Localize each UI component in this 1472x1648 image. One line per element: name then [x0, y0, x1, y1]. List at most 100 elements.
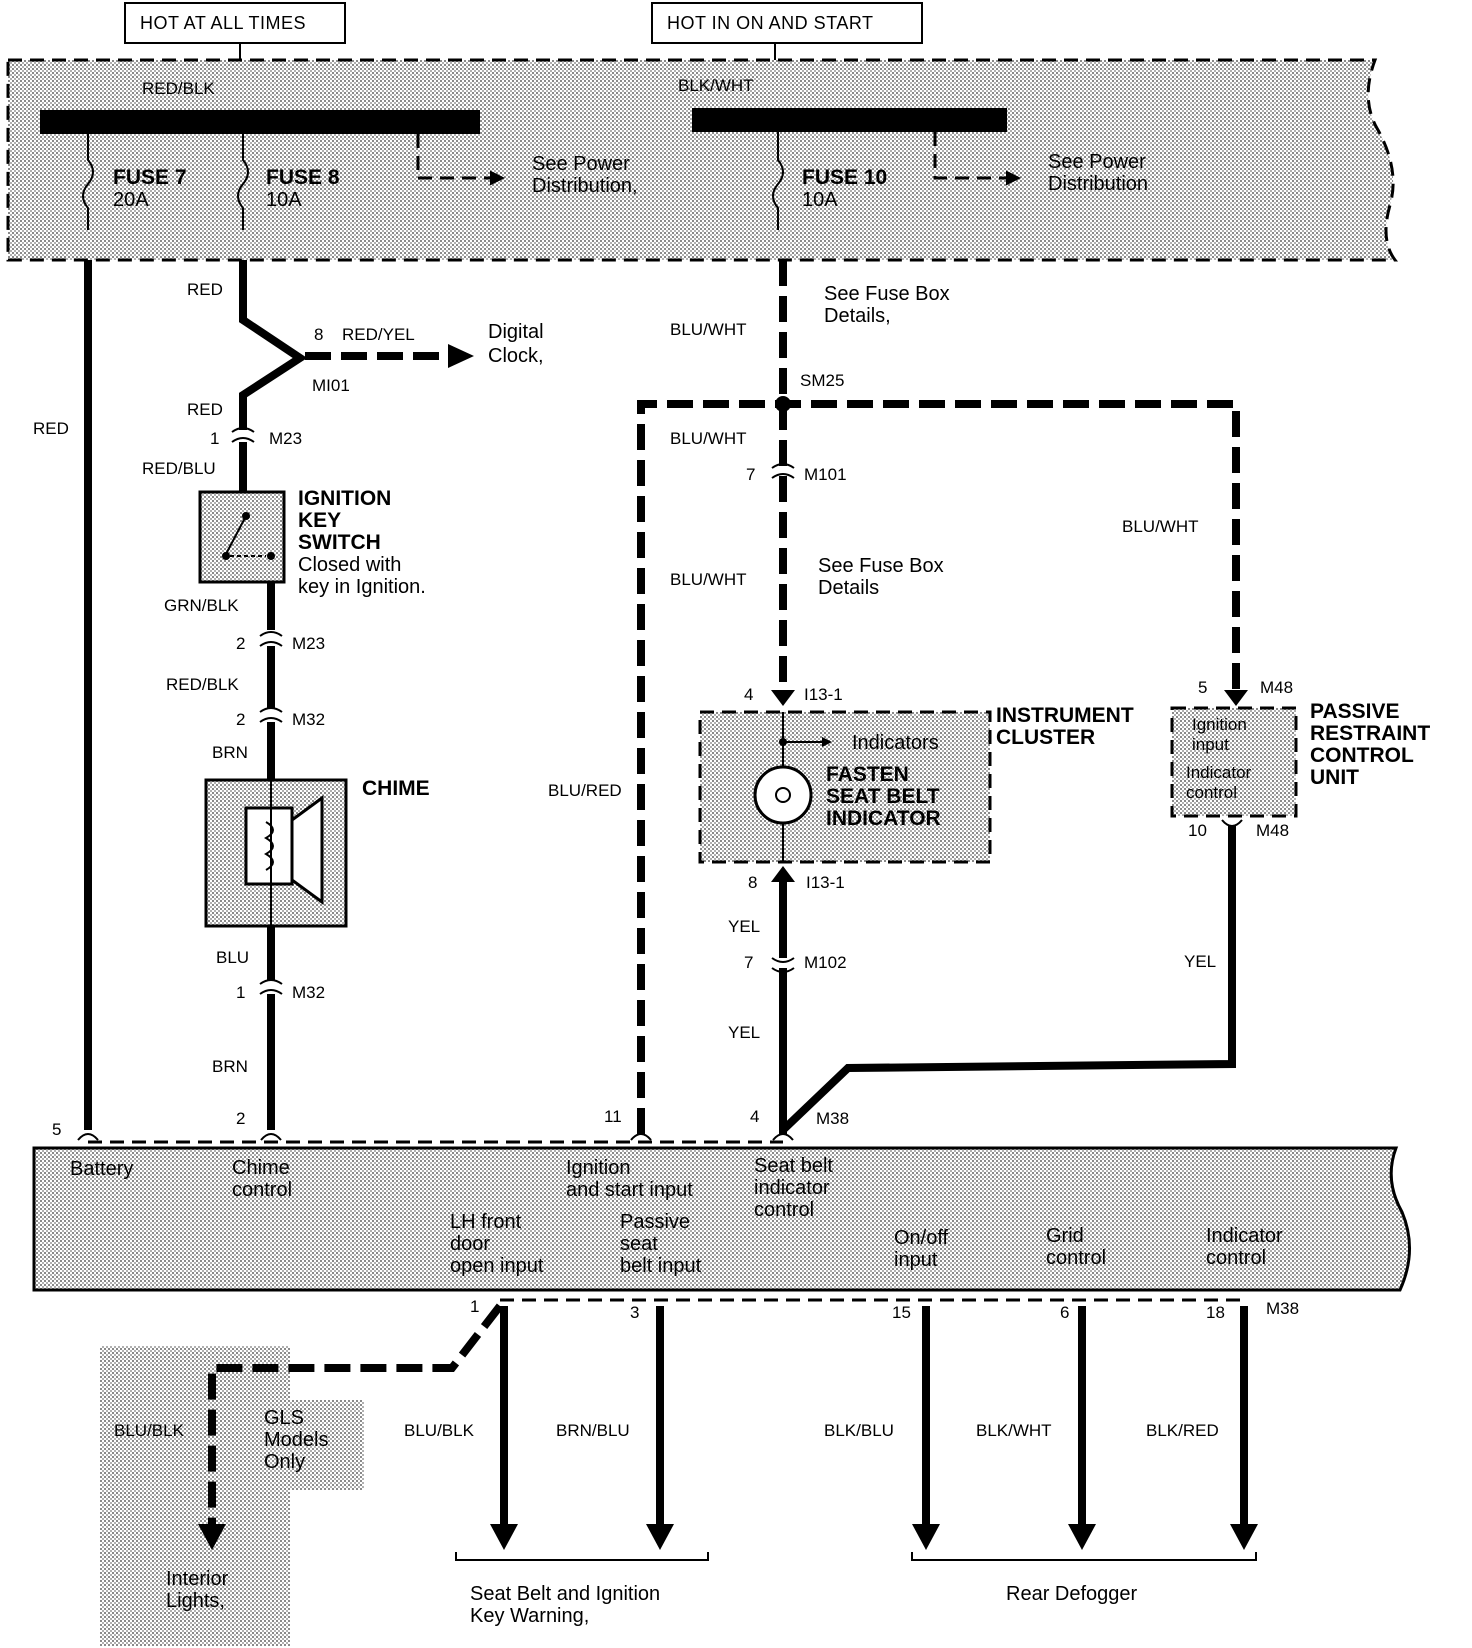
wire-blu-blk: BLU/BLK — [404, 1421, 475, 1440]
conn-m102: M102 — [804, 953, 847, 972]
wire-brn-1: BRN — [212, 743, 248, 762]
wire-grn-blk: GRN/BLK — [164, 596, 239, 615]
fuse-details-4: Details — [818, 577, 879, 599]
header-hot-all-times-label: HOT AT ALL TIMES — [140, 13, 306, 33]
conn-m48a: M48 — [1260, 678, 1293, 697]
fasten-label-2: SEAT BELT — [826, 785, 940, 808]
fuse-details-1: See Fuse Box — [824, 283, 950, 305]
conn-mi01-pin: 8 — [314, 325, 323, 344]
conn-i13a: I13-1 — [804, 685, 843, 704]
conn-m32b: M32 — [292, 983, 325, 1002]
gls-models-only — [248, 1400, 364, 1490]
chime-label: CHIME — [362, 777, 430, 800]
wire-blu-red: BLU/RED — [548, 781, 622, 800]
control-module — [34, 1148, 1410, 1290]
header-hot-on-start: HOT IN ON AND START — [651, 2, 923, 44]
module-lh-3: open input — [450, 1255, 544, 1277]
fuse-10: FUSE 10 10A — [772, 132, 887, 230]
interior-lights-2: Lights, — [166, 1590, 225, 1612]
wire-blk-red: BLK/RED — [1146, 1421, 1219, 1440]
gls-label-1: GLS — [264, 1407, 304, 1429]
fuse-10-label: FUSE 10 — [802, 166, 887, 189]
wire-blu-wht-1: BLU/WHT — [670, 320, 747, 339]
digital-clock-2: Clock, — [488, 345, 544, 367]
wire-blu-blk-left: BLU/BLK — [114, 1421, 185, 1440]
instrument-cluster — [698, 710, 992, 864]
module-seatbelt-1: Seat belt — [754, 1155, 833, 1177]
wire-red-2: RED — [187, 400, 223, 419]
wire-yel-2: YEL — [728, 1023, 760, 1042]
conn-m48a-pin: 5 — [1198, 678, 1207, 697]
ignition-label-3: SWITCH — [298, 531, 381, 554]
module-lh-1: LH front — [450, 1211, 522, 1233]
prcu-label-1: PASSIVE — [1310, 700, 1399, 723]
wire-blu-wht-3: BLU/WHT — [670, 570, 747, 589]
conn-mi01: MI01 — [312, 376, 350, 395]
pin-6: 6 — [1060, 1303, 1069, 1322]
prcu-label-3: CONTROL — [1310, 744, 1414, 767]
wire-red-yel: RED/YEL — [342, 325, 415, 344]
ignition-label-1: IGNITION — [298, 487, 391, 510]
conn-m48b: M48 — [1256, 821, 1289, 840]
bus-bar-ignition — [692, 108, 1007, 132]
wire-blu-wht-right: BLU/WHT — [1122, 517, 1199, 536]
gls-label-2: Models — [264, 1429, 328, 1451]
prcu-label-2: RESTRAINT — [1310, 722, 1430, 745]
wire-red-1: RED — [187, 280, 223, 299]
cluster-label-2: CLUSTER — [996, 726, 1095, 749]
seatbelt-warning-2: Key Warning, — [470, 1605, 589, 1627]
wire-red-blu: RED/BLU — [142, 459, 216, 478]
pin-5: 5 — [52, 1120, 61, 1139]
ignition-label-5: key in Ignition. — [298, 576, 426, 598]
conn-m32a-pin: 2 — [236, 710, 245, 729]
digital-clock-1: Digital — [488, 321, 544, 343]
fuse-7-amp: 20A — [113, 189, 149, 211]
fuse-details-3: See Fuse Box — [818, 555, 944, 577]
prcu-label-4: UNIT — [1310, 766, 1359, 789]
fuse-10-amp: 10A — [802, 189, 838, 211]
see-power-1: See Power — [532, 153, 630, 175]
fuse-7: FUSE 7 20A — [82, 134, 187, 230]
wire-yel-1: YEL — [728, 917, 760, 936]
fasten-label-1: FASTEN — [826, 763, 909, 786]
see-power-3: See Power — [1048, 151, 1146, 173]
conn-m23a: M23 — [269, 429, 302, 448]
wire-brn-2: BRN — [212, 1057, 248, 1076]
module-seatbelt-2: indicator — [754, 1177, 830, 1199]
fuse-details-2: Details, — [824, 305, 891, 327]
fuse-8-amp: 10A — [266, 189, 302, 211]
conn-m32a: M32 — [292, 710, 325, 729]
passive-restraint-unit — [1170, 706, 1298, 818]
wire-blk-wht-top: BLK/WHT — [678, 76, 754, 95]
conn-m23a-pin: 1 — [210, 429, 219, 448]
conn-i13b: I13-1 — [806, 873, 845, 892]
splice-sm25: SM25 — [800, 371, 844, 390]
module-grid-1: Grid — [1046, 1225, 1084, 1247]
wire-blu-wht-2: BLU/WHT — [670, 429, 747, 448]
wire-blu: BLU — [216, 948, 249, 967]
header-hot-on-start-label: HOT IN ON AND START — [667, 13, 874, 33]
module-indctl-2: control — [1206, 1247, 1266, 1269]
module-lh-2: door — [450, 1233, 490, 1255]
conn-m23b-pin: 2 — [236, 634, 245, 653]
pin-11: 11 — [604, 1107, 622, 1126]
wire-yel-right: YEL — [1184, 952, 1216, 971]
ignition-key-switch — [198, 490, 286, 584]
module-indctl-1: Indicator — [1206, 1225, 1283, 1247]
wire-red-blk: RED/BLK — [166, 675, 239, 694]
indicators-label: Indicators — [852, 732, 939, 754]
ign-input-2: input — [1192, 735, 1229, 754]
header-hot-all-times: HOT AT ALL TIMES — [124, 2, 346, 44]
module-ign-start-2: and start input — [566, 1179, 693, 1201]
conn-m101: M101 — [804, 465, 847, 484]
module-onoff-2: input — [894, 1249, 938, 1271]
pin-1: 1 — [470, 1297, 479, 1316]
pin-3: 3 — [630, 1303, 639, 1322]
wire-blk-blu: BLK/BLU — [824, 1421, 894, 1440]
bus-bar-battery — [40, 110, 480, 134]
ignition-label-2: KEY — [298, 509, 341, 532]
conn-m32b-pin: 1 — [236, 983, 245, 1002]
module-seatbelt-3: control — [754, 1199, 814, 1221]
chime-component — [204, 778, 348, 928]
